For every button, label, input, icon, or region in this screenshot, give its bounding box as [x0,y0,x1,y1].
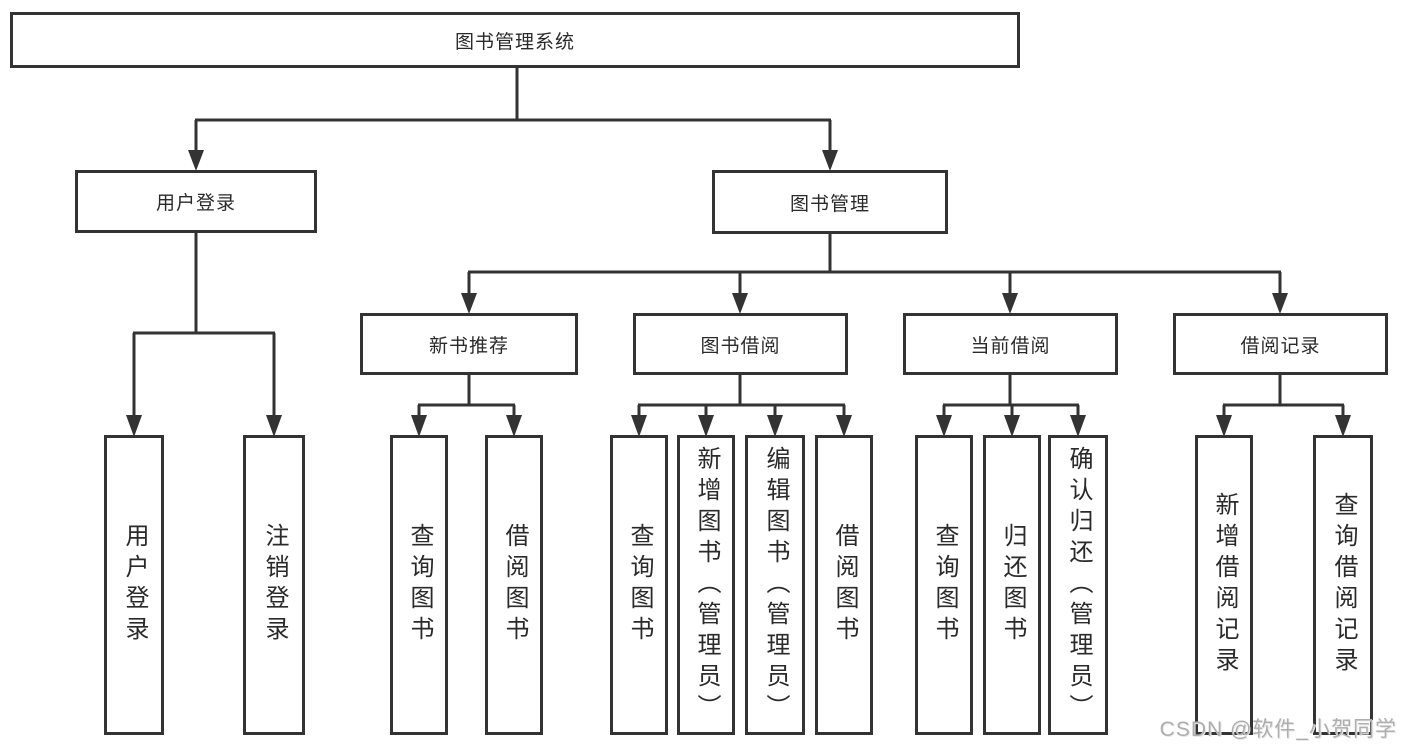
leaf-add-borrow-record: 新增借阅记录 [1195,435,1253,735]
node-borrow-records-label: 借阅记录 [1240,335,1321,357]
leaf-query-books-2: 查询图书 [610,435,668,735]
node-book-management: 图书管理 [712,170,948,234]
leaf-add-books-admin: 新增图书（管理员） [677,435,735,735]
leaf-return-books-label: 归还图书 [999,523,1026,647]
leaf-query-books-3-label: 查询图书 [931,523,958,647]
node-user-login: 用户登录 [75,170,317,233]
node-user-login-label: 用户登录 [155,193,236,214]
leaf-logout-label: 注销登录 [261,523,288,647]
node-borrow-records: 借阅记录 [1173,313,1388,375]
node-root: 图书管理系统 [10,12,1020,68]
leaf-edit-books-admin-label: 编辑图书（管理员） [762,445,789,725]
leaf-add-borrow-record-label: 新增借阅记录 [1211,492,1238,678]
node-book-borrow-label: 图书借阅 [700,335,781,357]
leaf-return-books: 归还图书 [983,435,1041,735]
node-new-book-recommend: 新书推荐 [360,313,578,375]
leaf-add-books-admin-label: 新增图书（管理员） [693,445,720,725]
leaf-query-books-3: 查询图书 [915,435,973,735]
leaf-borrow-books-2: 借阅图书 [815,435,873,735]
leaf-user-login: 用户登录 [104,435,164,735]
leaf-confirm-return-admin-label: 确认归还（管理员） [1065,445,1092,725]
csdn-watermark: CSDN @软件_小贺同学 [1159,718,1397,741]
leaf-query-books-1-label: 查询图书 [406,523,433,647]
leaf-edit-books-admin: 编辑图书（管理员） [745,435,805,735]
leaf-query-borrow-record-label: 查询借阅记录 [1330,492,1357,678]
node-book-management-label: 图书管理 [789,193,870,215]
leaf-confirm-return-admin: 确认归还（管理员） [1048,435,1108,735]
node-current-borrow-label: 当前借阅 [970,335,1051,357]
leaf-borrow-books-1: 借阅图书 [485,435,543,735]
leaf-query-borrow-record: 查询借阅记录 [1313,435,1373,735]
leaf-borrow-books-1-label: 借阅图书 [501,523,528,647]
leaf-logout: 注销登录 [243,435,305,735]
node-current-borrow: 当前借阅 [903,313,1118,375]
node-book-borrow: 图书借阅 [633,313,848,375]
node-root-label: 图书管理系统 [454,31,575,53]
leaf-borrow-books-2-label: 借阅图书 [831,523,858,647]
leaf-query-books-2-label: 查询图书 [626,523,653,647]
leaf-user-login-label: 用户登录 [121,523,148,647]
leaf-query-books-1: 查询图书 [390,435,448,735]
node-new-book-recommend-label: 新书推荐 [428,335,509,357]
